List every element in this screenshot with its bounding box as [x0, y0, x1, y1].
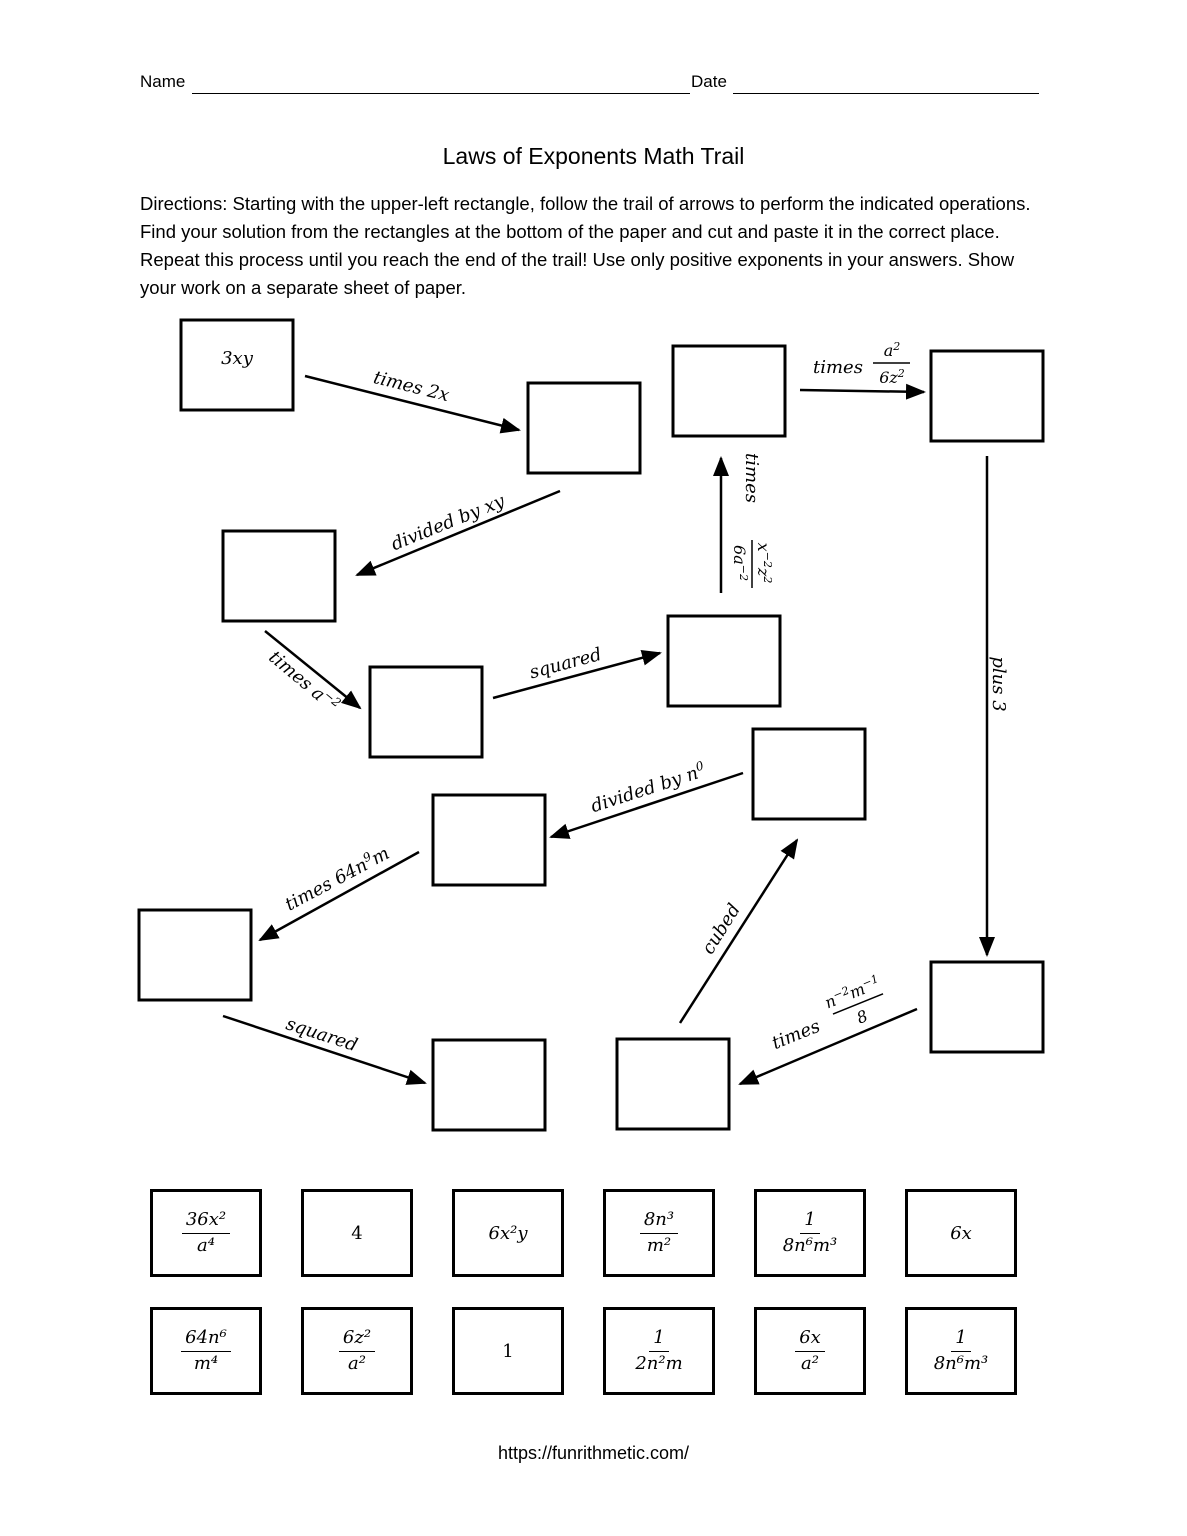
svg-text:times: times — [741, 453, 762, 503]
op-times-a-neg2: times a−2 — [265, 645, 344, 717]
date-label: Date — [691, 72, 727, 91]
fraction-denominator: a² — [348, 1352, 366, 1374]
fraction-denominator: 8n⁶m³ — [933, 1352, 989, 1374]
arrow-8 — [738, 1007, 918, 1086]
trail-box-12 — [137, 908, 253, 1002]
fraction-numerator: 1 — [800, 1209, 820, 1234]
directions-text: : Starting with the upper-left rectangle… — [140, 193, 1031, 298]
answer-card[interactable]: 1 — [452, 1307, 564, 1395]
op-cubed: cubed — [698, 900, 745, 958]
fraction-denominator: a⁴ — [197, 1234, 215, 1256]
name-field[interactable] — [192, 93, 690, 94]
answer-card[interactable]: 6x²y — [452, 1189, 564, 1277]
fraction-numerator: 6z² — [338, 1327, 376, 1352]
name-label: Name — [140, 72, 186, 91]
op-times-2x: times 2x — [371, 367, 451, 406]
svg-text:8: 8 — [854, 1006, 871, 1027]
op-divided-by-xy: divided by xy — [388, 490, 508, 555]
op-plus-3: plus 3 — [988, 656, 1009, 711]
svg-text:a2: a2 — [884, 340, 901, 361]
arrow-1 — [304, 374, 521, 434]
fraction-denominator: a² — [801, 1352, 819, 1374]
answer-card[interactable]: 6x — [905, 1189, 1017, 1277]
directions-label: Directions — [140, 193, 223, 214]
fraction-denominator: 2n²m — [635, 1352, 683, 1374]
op-divided-by-n0: divided by n0 — [588, 758, 709, 817]
trail-box-5 — [666, 614, 782, 708]
arrow-9 — [678, 838, 799, 1024]
answer-value: 6x — [950, 1222, 972, 1244]
fraction-denominator: m⁴ — [193, 1352, 219, 1374]
arrow-3 — [264, 630, 362, 710]
trail-box-1 — [179, 318, 295, 412]
fraction-numerator: 1 — [649, 1327, 669, 1352]
footer-url[interactable]: https://funrithmetic.com/ — [497, 1443, 690, 1463]
fraction-numerator: 6x — [795, 1327, 825, 1352]
fraction-numerator: 8n³ — [639, 1209, 679, 1234]
start-value: 3xy — [221, 348, 254, 369]
page-title: Laws of Exponents Math Trail — [442, 143, 745, 169]
answer-card[interactable]: 4 — [301, 1189, 413, 1277]
svg-text:times: times — [813, 357, 863, 378]
op-times-64n9m: times 64n9m — [281, 841, 393, 915]
fraction-numerator: 64n⁶ — [181, 1327, 231, 1352]
trail-box-4 — [368, 665, 484, 759]
trail-box-9 — [615, 1037, 731, 1131]
arrow-6 — [799, 383, 926, 400]
fraction-numerator: 1 — [951, 1327, 971, 1352]
answer-value: 1 — [502, 1340, 514, 1362]
trail-box-13 — [431, 1038, 547, 1132]
svg-text:x−2z2: x−2z2 — [754, 543, 775, 584]
trail-box-11 — [431, 793, 547, 887]
answer-value: 6x²y — [488, 1222, 528, 1244]
svg-text:times: times — [769, 1016, 823, 1054]
arrow-2 — [355, 489, 561, 577]
directions: Directions: Starting with the upper-left… — [140, 190, 1050, 302]
arrow-4 — [492, 649, 662, 700]
arrow-11 — [258, 850, 420, 942]
trail-box-7 — [929, 349, 1045, 443]
svg-text:6a−2: 6a−2 — [730, 545, 751, 581]
trail-box-3 — [221, 529, 337, 623]
trail-box-2 — [526, 381, 642, 475]
trail-box-6 — [671, 344, 787, 438]
answer-value: 4 — [351, 1222, 363, 1244]
fraction-denominator: 8n⁶m³ — [782, 1234, 838, 1256]
svg-text:6z2: 6z2 — [879, 367, 905, 388]
date-field[interactable] — [733, 93, 1039, 94]
math-trail-diagram: 3xy times 2x divided by xy times a−2 squ… — [137, 318, 1045, 1132]
trail-box-8 — [929, 960, 1045, 1054]
op-times-fraction-a-z: times a2 6z2 — [813, 340, 910, 388]
trail-box-10 — [751, 727, 867, 821]
fraction-denominator: m² — [646, 1234, 672, 1256]
arrow-12 — [222, 1014, 427, 1085]
op-times-fraction-xz-a: times x−2z2 6a−2 — [730, 453, 775, 588]
fraction-numerator: 36x² — [181, 1209, 231, 1234]
arrow-10 — [549, 771, 744, 839]
